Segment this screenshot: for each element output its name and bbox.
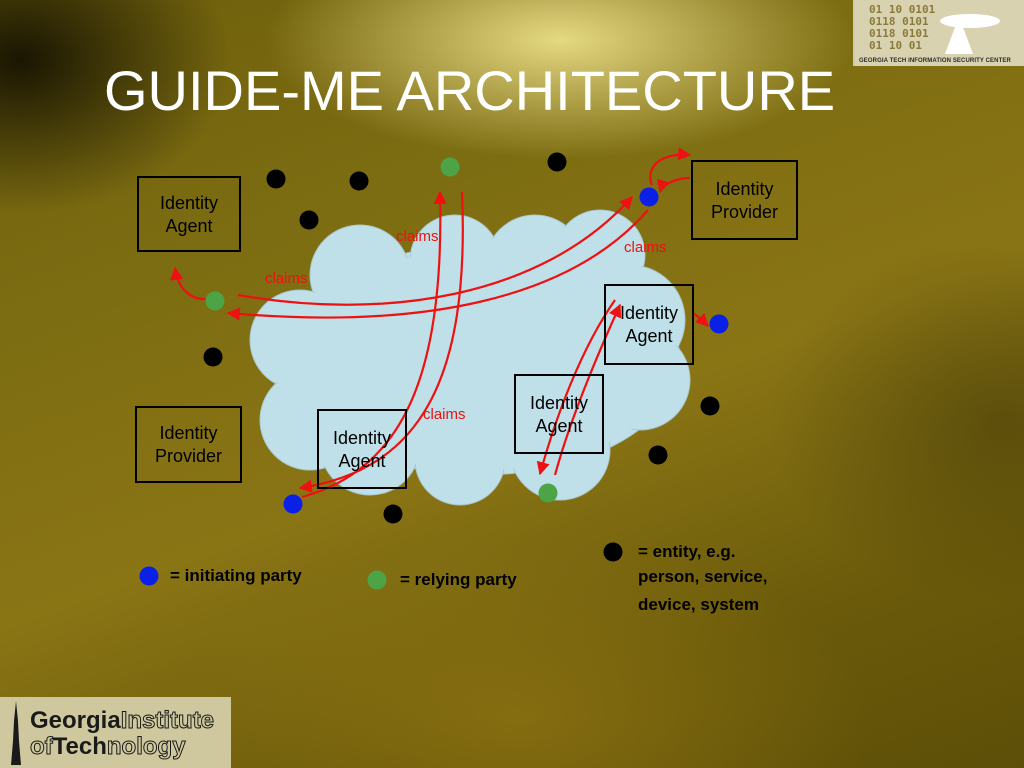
entity-dot: [299, 210, 319, 230]
claims-arrow-provider-loop: [649, 147, 692, 186]
box-label-line1: Identity: [159, 423, 218, 443]
box-label-line2: Agent: [535, 416, 583, 436]
legend-entity-dot: [603, 542, 623, 562]
legend-entity-line1: = entity, e.g.: [638, 542, 736, 561]
initiating-party-dot: [709, 314, 729, 334]
claims-arrow-green-to-agent: [170, 266, 207, 301]
legend-relying-label: = relying party: [400, 570, 517, 589]
claims-arrow-right-down: [536, 299, 616, 476]
entity-dot: [266, 169, 286, 189]
box-label-line1: Identity: [529, 393, 589, 413]
claims-arrow-long-upper: [237, 196, 633, 306]
claims-label: claims: [624, 239, 667, 256]
box-label-line2: Provider: [710, 202, 779, 222]
tech-tower-icon: [11, 701, 21, 765]
gt-logo-institute: Institute: [120, 707, 215, 735]
claims-label: claims: [396, 228, 439, 245]
box-label-line2: Provider: [154, 446, 223, 466]
relying-party-dot: [538, 483, 558, 503]
entity-dot: [700, 396, 720, 416]
entity-dot: [203, 347, 223, 367]
legend-initiating-dot: [139, 566, 159, 586]
box-label-line1: Identity: [332, 428, 392, 448]
claims-arrow-provider-return: [656, 176, 691, 194]
claims-arrow-long-lower: [226, 209, 649, 321]
identity-provider-box: Identity Provider: [691, 160, 798, 240]
georgia-tech-logo: GeorgiaInstitute ofTechnology: [0, 697, 231, 768]
claims-label: claims: [265, 270, 308, 287]
identity-agent-box: Identity Agent: [137, 176, 241, 252]
box-label-line2: Agent: [625, 326, 673, 346]
network-cloud: [249, 209, 691, 506]
gt-logo-nology: nology: [106, 733, 186, 761]
claims-arrow-vertical-left: [301, 190, 447, 499]
gt-logo-tech: Tech: [52, 733, 107, 760]
identity-agent-box: Identity Agent: [317, 409, 407, 489]
box-label-line1: Identity: [619, 303, 679, 323]
box-label-line2: Agent: [165, 216, 213, 236]
claims-arrow-agent-right: [692, 312, 709, 327]
relying-party-dot: [205, 291, 225, 311]
identity-agent-box: Identity Agent: [604, 284, 694, 365]
claims-arrow-right-up: [553, 303, 622, 476]
relying-party-dot: [440, 157, 460, 177]
entity-dot: [648, 445, 668, 465]
box-label-line2: Agent: [338, 451, 386, 471]
entity-dot: [383, 504, 403, 524]
claims-arrow-vertical-right: [298, 191, 464, 493]
entity-dot: [547, 152, 567, 172]
legend-entity-line2: person, service,: [638, 567, 768, 586]
identity-agent-box: Identity Agent: [514, 374, 604, 454]
gt-logo-georgia: Georgia: [30, 707, 121, 734]
gt-logo-line1: GeorgiaInstitute: [30, 707, 215, 735]
legend-relying-dot: [367, 570, 387, 590]
legend-entity-line3: device, system: [638, 595, 759, 614]
slide-title: GUIDE-ME ARCHITECTURE: [104, 59, 836, 122]
box-label-line1: Identity: [159, 193, 219, 213]
keyhole-icon: [940, 14, 1000, 28]
gt-logo-line2: ofTechnology: [30, 733, 187, 761]
legend-initiating-label: = initiating party: [170, 566, 302, 585]
initiating-party-dot: [639, 187, 659, 207]
box-label-line1: Identity: [715, 179, 774, 199]
gtisc-caption: GEORGIA TECH INFORMATION SECURITY CENTER: [859, 58, 1011, 64]
entity-dot: [349, 171, 369, 191]
claims-label: claims: [423, 406, 466, 423]
gt-logo-of: of: [30, 733, 54, 761]
identity-provider-box: Identity Provider: [135, 406, 242, 483]
initiating-party-dot: [283, 494, 303, 514]
